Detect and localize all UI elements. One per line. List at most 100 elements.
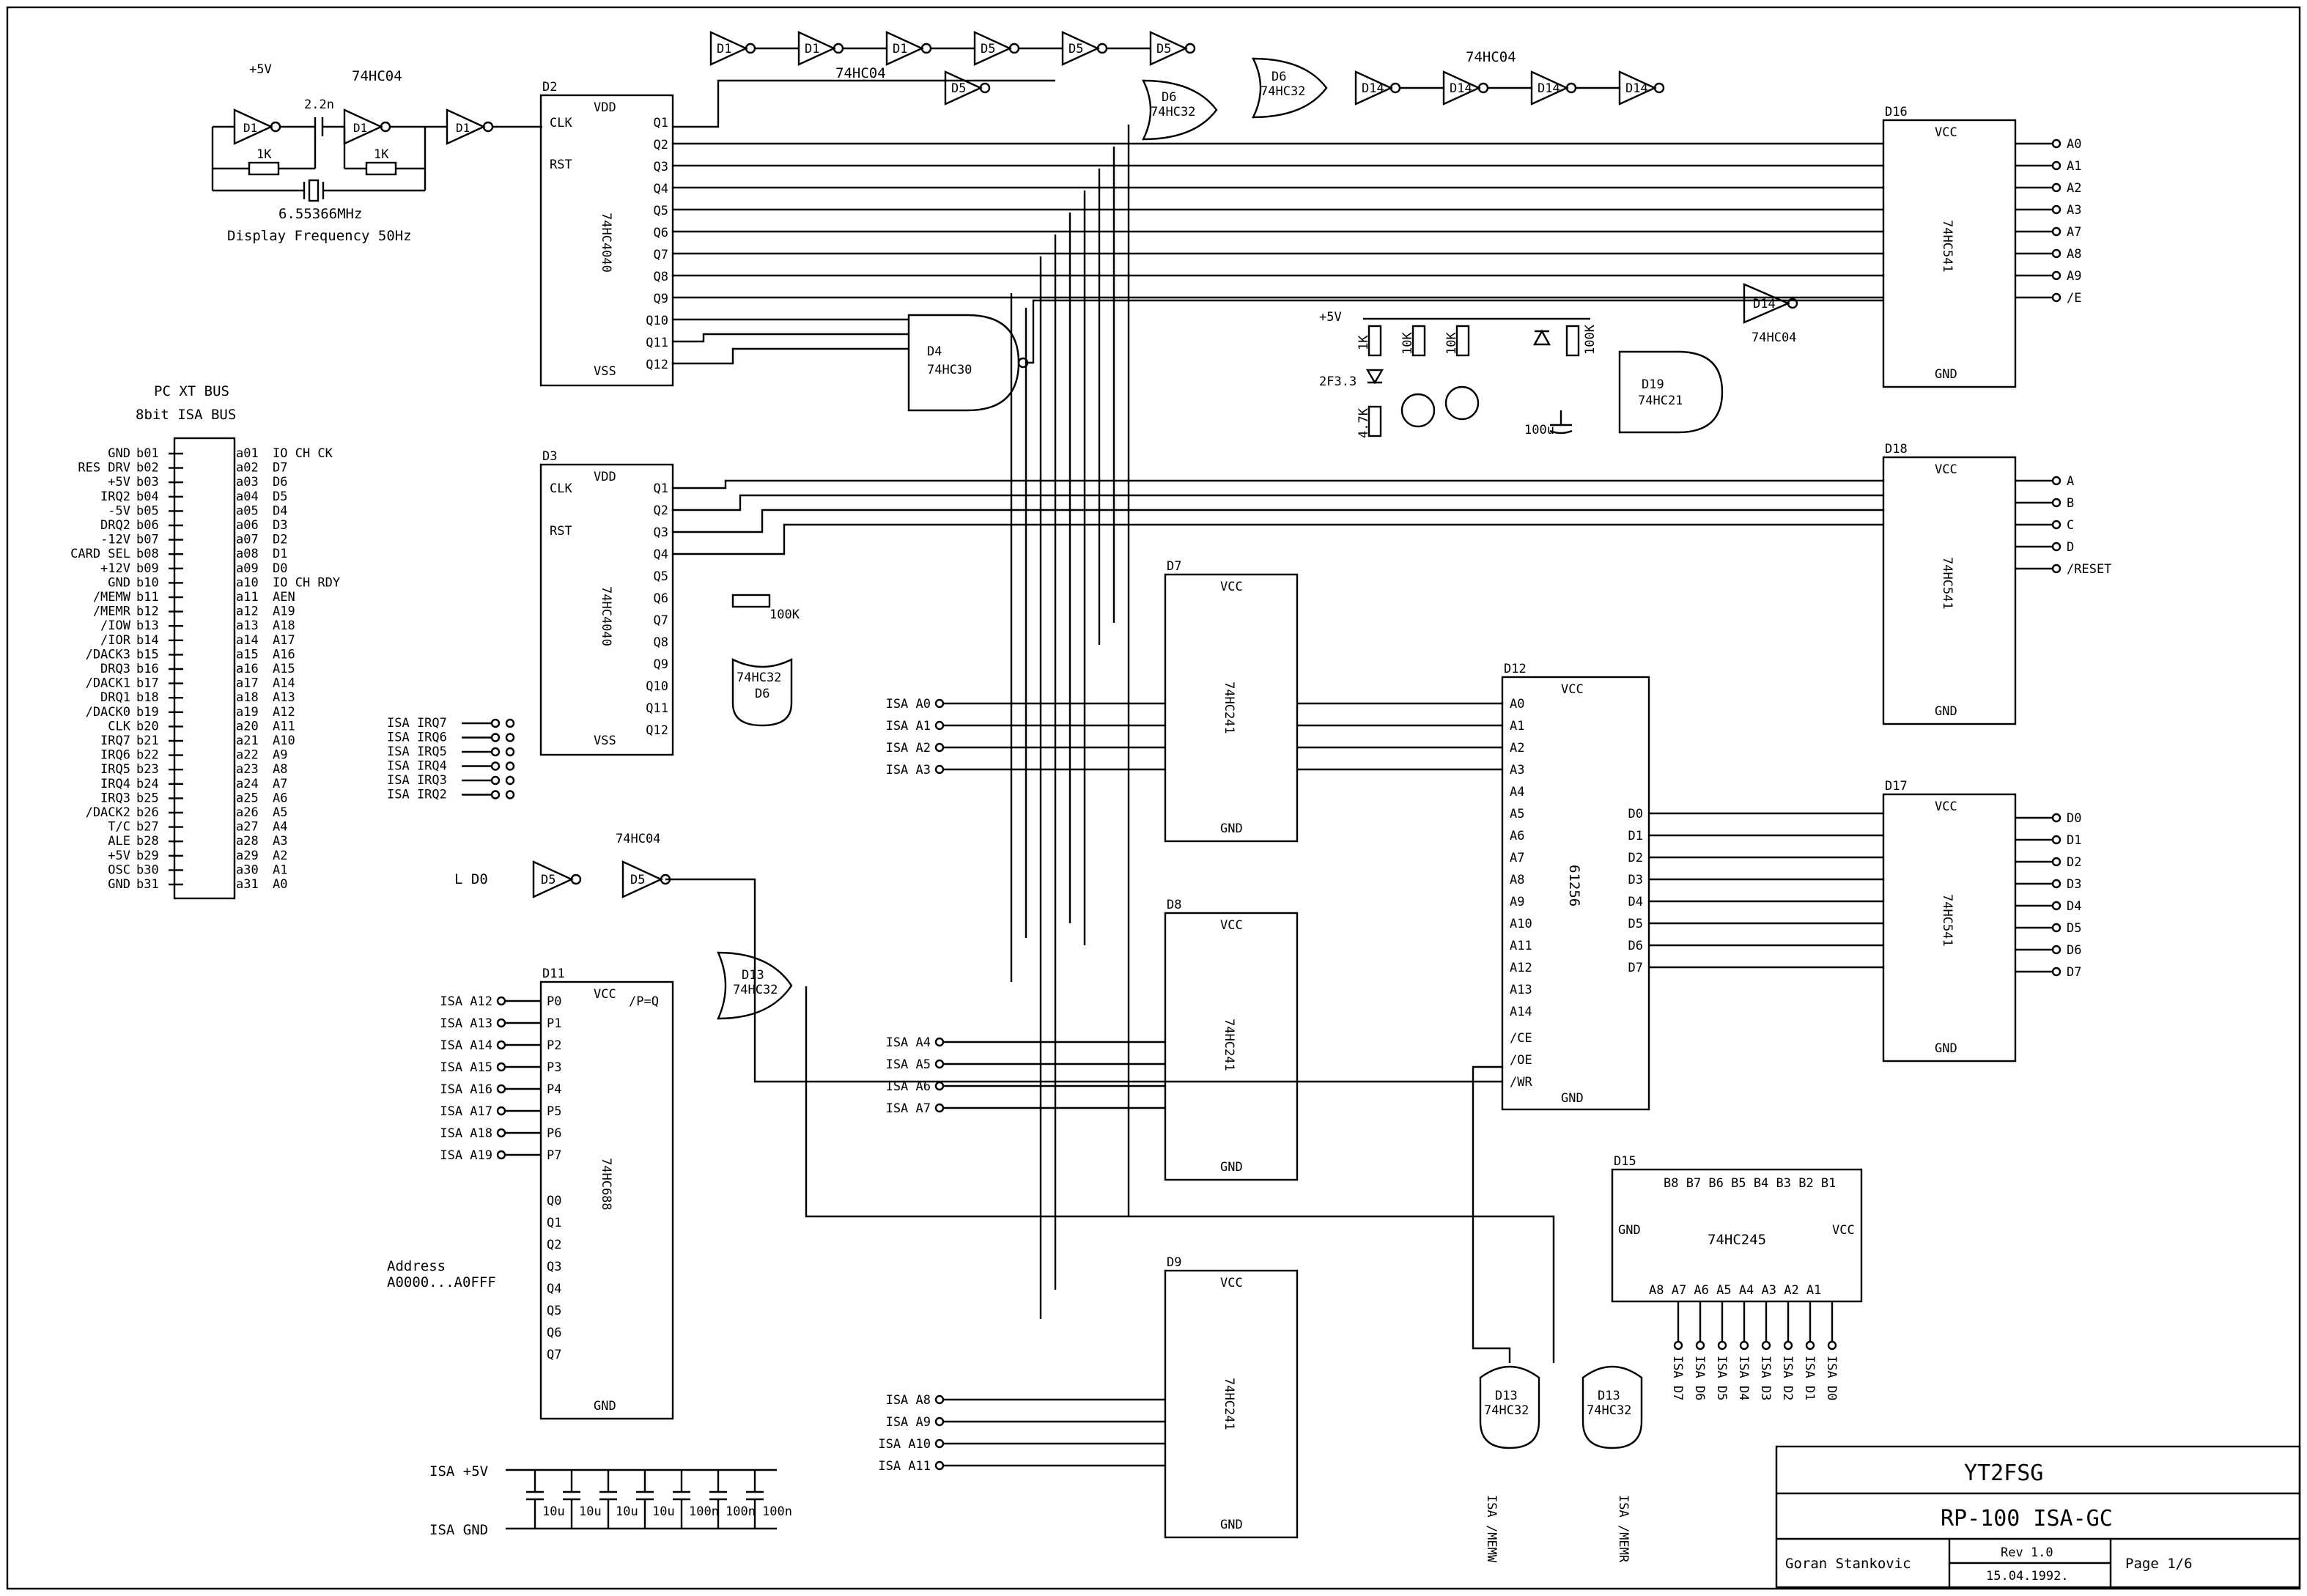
chain-part-1: 74HC04 (835, 65, 886, 81)
ram-address-pin: A8 (1510, 873, 1524, 887)
ram-data-pin: D0 (1628, 807, 1643, 821)
d3-part: 74HC4040 (599, 586, 613, 646)
d19-part: 74HC21 (1638, 394, 1683, 408)
d13c-part: 74HC32 (1587, 1403, 1631, 1418)
isa-data-line-label: ISA D3 (1758, 1356, 1773, 1400)
bus-signal-right: D5 (273, 489, 287, 504)
osc-inv3-ref: D1 (456, 121, 470, 135)
bus-pin-left: b14 (136, 633, 159, 648)
bus-signal-left: RES DRV (78, 461, 130, 476)
chain-inverter-ref: D5 (951, 81, 966, 96)
d8-ref: D8 (1167, 898, 1181, 912)
osc-inv2-ref: D1 (353, 121, 367, 135)
buffer-output-label: A7 (2067, 225, 2081, 240)
bus-pin-left: b28 (136, 834, 159, 849)
bus-signal-left: +5V (108, 475, 130, 489)
bus-signal-right: A0 (273, 877, 287, 892)
bus-signal-left: DRQ3 (100, 662, 130, 676)
bus-pin-right: a15 (236, 647, 259, 662)
bus-pin-left: b13 (136, 618, 159, 633)
buffer-output-label: D3 (2067, 877, 2081, 892)
bus-pin-left: b11 (136, 590, 159, 605)
bus-signal-left: /DACK3 (86, 647, 130, 662)
bus-pin-left: b16 (136, 662, 159, 676)
mux-isa-input-label: ISA A9 (886, 1415, 931, 1430)
bus-pin-right: a28 (236, 834, 259, 849)
isa-data-line-label: ISA D6 (1692, 1356, 1707, 1400)
isa-data-line-label: ISA D4 (1736, 1356, 1751, 1400)
bus-signal-left: IRQ3 (100, 791, 130, 805)
bus-signal-left: IRQ7 (100, 734, 130, 748)
reset-r4: 100K (1583, 324, 1598, 355)
buffer-output-label: A2 (2067, 181, 2081, 196)
buffer-output-label: A3 (2067, 203, 2081, 218)
bus-pin-right: a12 (236, 605, 259, 619)
decoupling-cap-value: 10u (616, 1504, 638, 1519)
bus-signal-right: A12 (273, 705, 295, 720)
bus-signal-left: IRQ4 (100, 777, 130, 791)
bus-signal-right: A5 (273, 805, 287, 820)
bus-signal-right: D3 (273, 518, 287, 533)
bus-signal-right: A9 (273, 748, 287, 763)
d17-vcc: VCC (1935, 799, 1957, 814)
d16-vcc: VCC (1935, 125, 1957, 140)
bus-pin-left: b03 (136, 475, 159, 489)
bus-signal-left: ALE (108, 834, 130, 849)
ram-control-pin: /CE (1510, 1031, 1532, 1046)
nand-gate-d4: D4 74HC30 (907, 314, 1029, 412)
ram-d12: D12 VCC GND 61256 A0A1A2A3A4A5A6A7A8A9A1… (1501, 662, 1650, 1111)
ram-data-pin: D6 (1628, 939, 1643, 953)
and-gate-d19: D19 74HC21 (1618, 350, 1724, 434)
reset-cap: 100u (1524, 423, 1554, 437)
d2-rst: RST (550, 158, 572, 172)
bus-signal-left: /IOR (100, 633, 131, 648)
irq-jumper-label: ISA IRQ7 (387, 716, 447, 731)
ram-data-pin: D5 (1628, 917, 1643, 931)
counter-output-pin: Q11 (646, 701, 668, 716)
bus-signal-right: A13 (273, 690, 295, 705)
irq-jumper-label: ISA IRQ2 (387, 788, 447, 802)
title-project: RP-100 ISA-GC (1941, 1506, 2113, 1532)
bus-pin-left: b26 (136, 805, 159, 820)
d18-ref: D18 (1885, 442, 1908, 457)
mux-isa-input-label: ISA A1 (886, 719, 931, 734)
bus-pin-left: b29 (136, 849, 159, 863)
buffer-output-label: D4 (2067, 899, 2081, 914)
mux-isa-input-label: ISA A5 (886, 1057, 931, 1072)
counter-output-pin: Q9 (654, 292, 668, 306)
title-page: Page 1/6 (2125, 1556, 2193, 1572)
comparator-q-pin: Q1 (547, 1216, 561, 1230)
ram-address-pin: A14 (1510, 1005, 1532, 1019)
bus-signal-right: D4 (273, 503, 287, 518)
counter-output-pin: Q3 (654, 160, 668, 174)
osc-crystal: 6.55366MHz (278, 206, 362, 222)
buffer-output-label: D6 (2067, 943, 2081, 958)
d15-ref: D15 (1614, 1154, 1636, 1169)
ram-address-pin: A13 (1510, 983, 1532, 997)
bus-signal-right: A2 (273, 849, 287, 863)
counter-output-pin: Q6 (654, 591, 668, 606)
d5a-ref: D5 (541, 873, 555, 887)
d17-ref: D17 (1885, 779, 1908, 794)
bus-signal-left: IRQ2 (100, 489, 130, 504)
bus-signal-left: +12V (100, 561, 130, 576)
bus-pin-left: b17 (136, 676, 159, 691)
d2-vss: VSS (594, 364, 616, 379)
chain-part-2: 74HC04 (1466, 49, 1516, 65)
ram-control-pin: /WR (1510, 1075, 1532, 1090)
d3-vdd: VDD (594, 470, 616, 484)
d6b-ref: D6 (1271, 70, 1286, 84)
isa-data-line-label: ISA D1 (1802, 1356, 1817, 1400)
comparator-p-pin: P4 (547, 1082, 561, 1097)
bus-signal-right: A4 (273, 820, 287, 835)
bus-signal-left: /DACK0 (86, 705, 130, 720)
counter-output-pin: Q10 (646, 314, 668, 328)
d6a-ref: D6 (1162, 90, 1176, 105)
ram-ref: D12 (1504, 662, 1527, 676)
bus-pin-right: a29 (236, 849, 259, 863)
bus-signal-right: IO CH CK (273, 446, 333, 461)
or-gate-d13b: D13 74HC32 ISA /MEMW (1479, 1365, 1540, 1563)
comparator-isa-input: ISA A14 (440, 1038, 492, 1053)
